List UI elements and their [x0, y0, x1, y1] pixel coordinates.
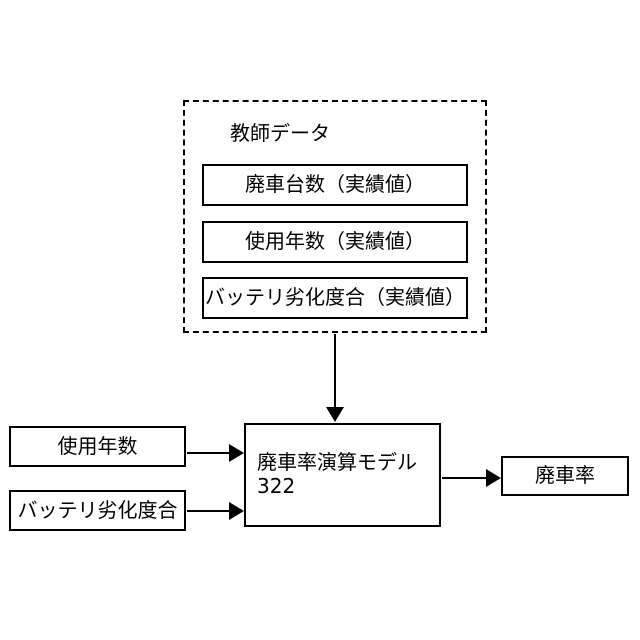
- training-item-scrap-count: 廃車台数（実績値）: [202, 164, 468, 206]
- training-item-battery-degradation: バッテリ劣化度合（実績値）: [202, 277, 468, 319]
- connector-line: [187, 510, 236, 512]
- connector-line: [442, 477, 492, 479]
- arrow-down-icon: [326, 407, 344, 422]
- output-box-scrap-rate: 廃車率: [501, 456, 629, 496]
- model-box-name: 廃車率演算モデル: [257, 450, 417, 475]
- connector-line: [187, 452, 236, 454]
- arrow-right-icon: [229, 502, 244, 520]
- model-box-number: 322: [257, 474, 296, 498]
- input-box-usage-years: 使用年数: [9, 426, 186, 467]
- connector-line: [334, 334, 336, 408]
- model-box-text: 廃車率演算モデル 322: [257, 451, 439, 498]
- input-box-battery-degradation: バッテリ劣化度合: [9, 490, 186, 531]
- arrow-right-icon: [486, 469, 501, 487]
- arrow-right-icon: [229, 444, 244, 462]
- training-item-usage-years: 使用年数（実績値）: [202, 221, 468, 263]
- training-data-group-title: 教師データ: [230, 121, 330, 145]
- model-box-scrap-rate-calculation: 廃車率演算モデル 322: [244, 423, 441, 527]
